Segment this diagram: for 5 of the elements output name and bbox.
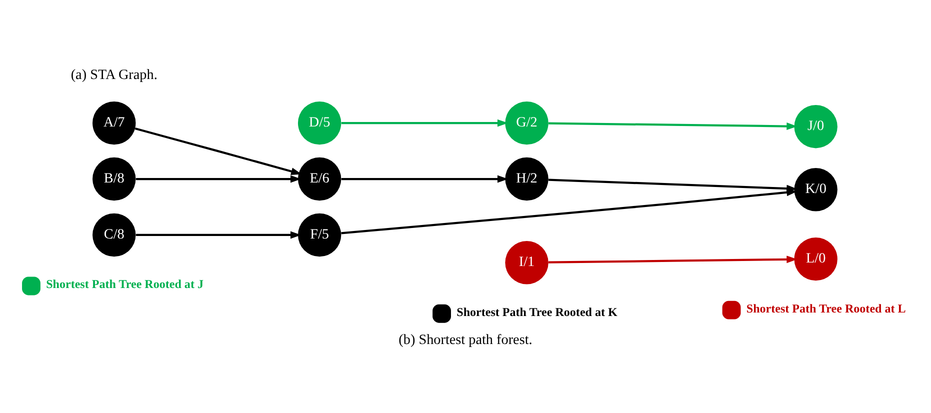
caption: (b) Shortest path forest.: [398, 332, 532, 348]
legend-label: Shortest Path Tree Rooted at K: [456, 304, 618, 318]
label: (a) STA Graph.: [70, 66, 158, 83]
legend-label: Shortest Path Tree Rooted at L: [746, 300, 906, 315]
legend-label: Shortest Path Tree Rooted at J: [46, 276, 204, 291]
